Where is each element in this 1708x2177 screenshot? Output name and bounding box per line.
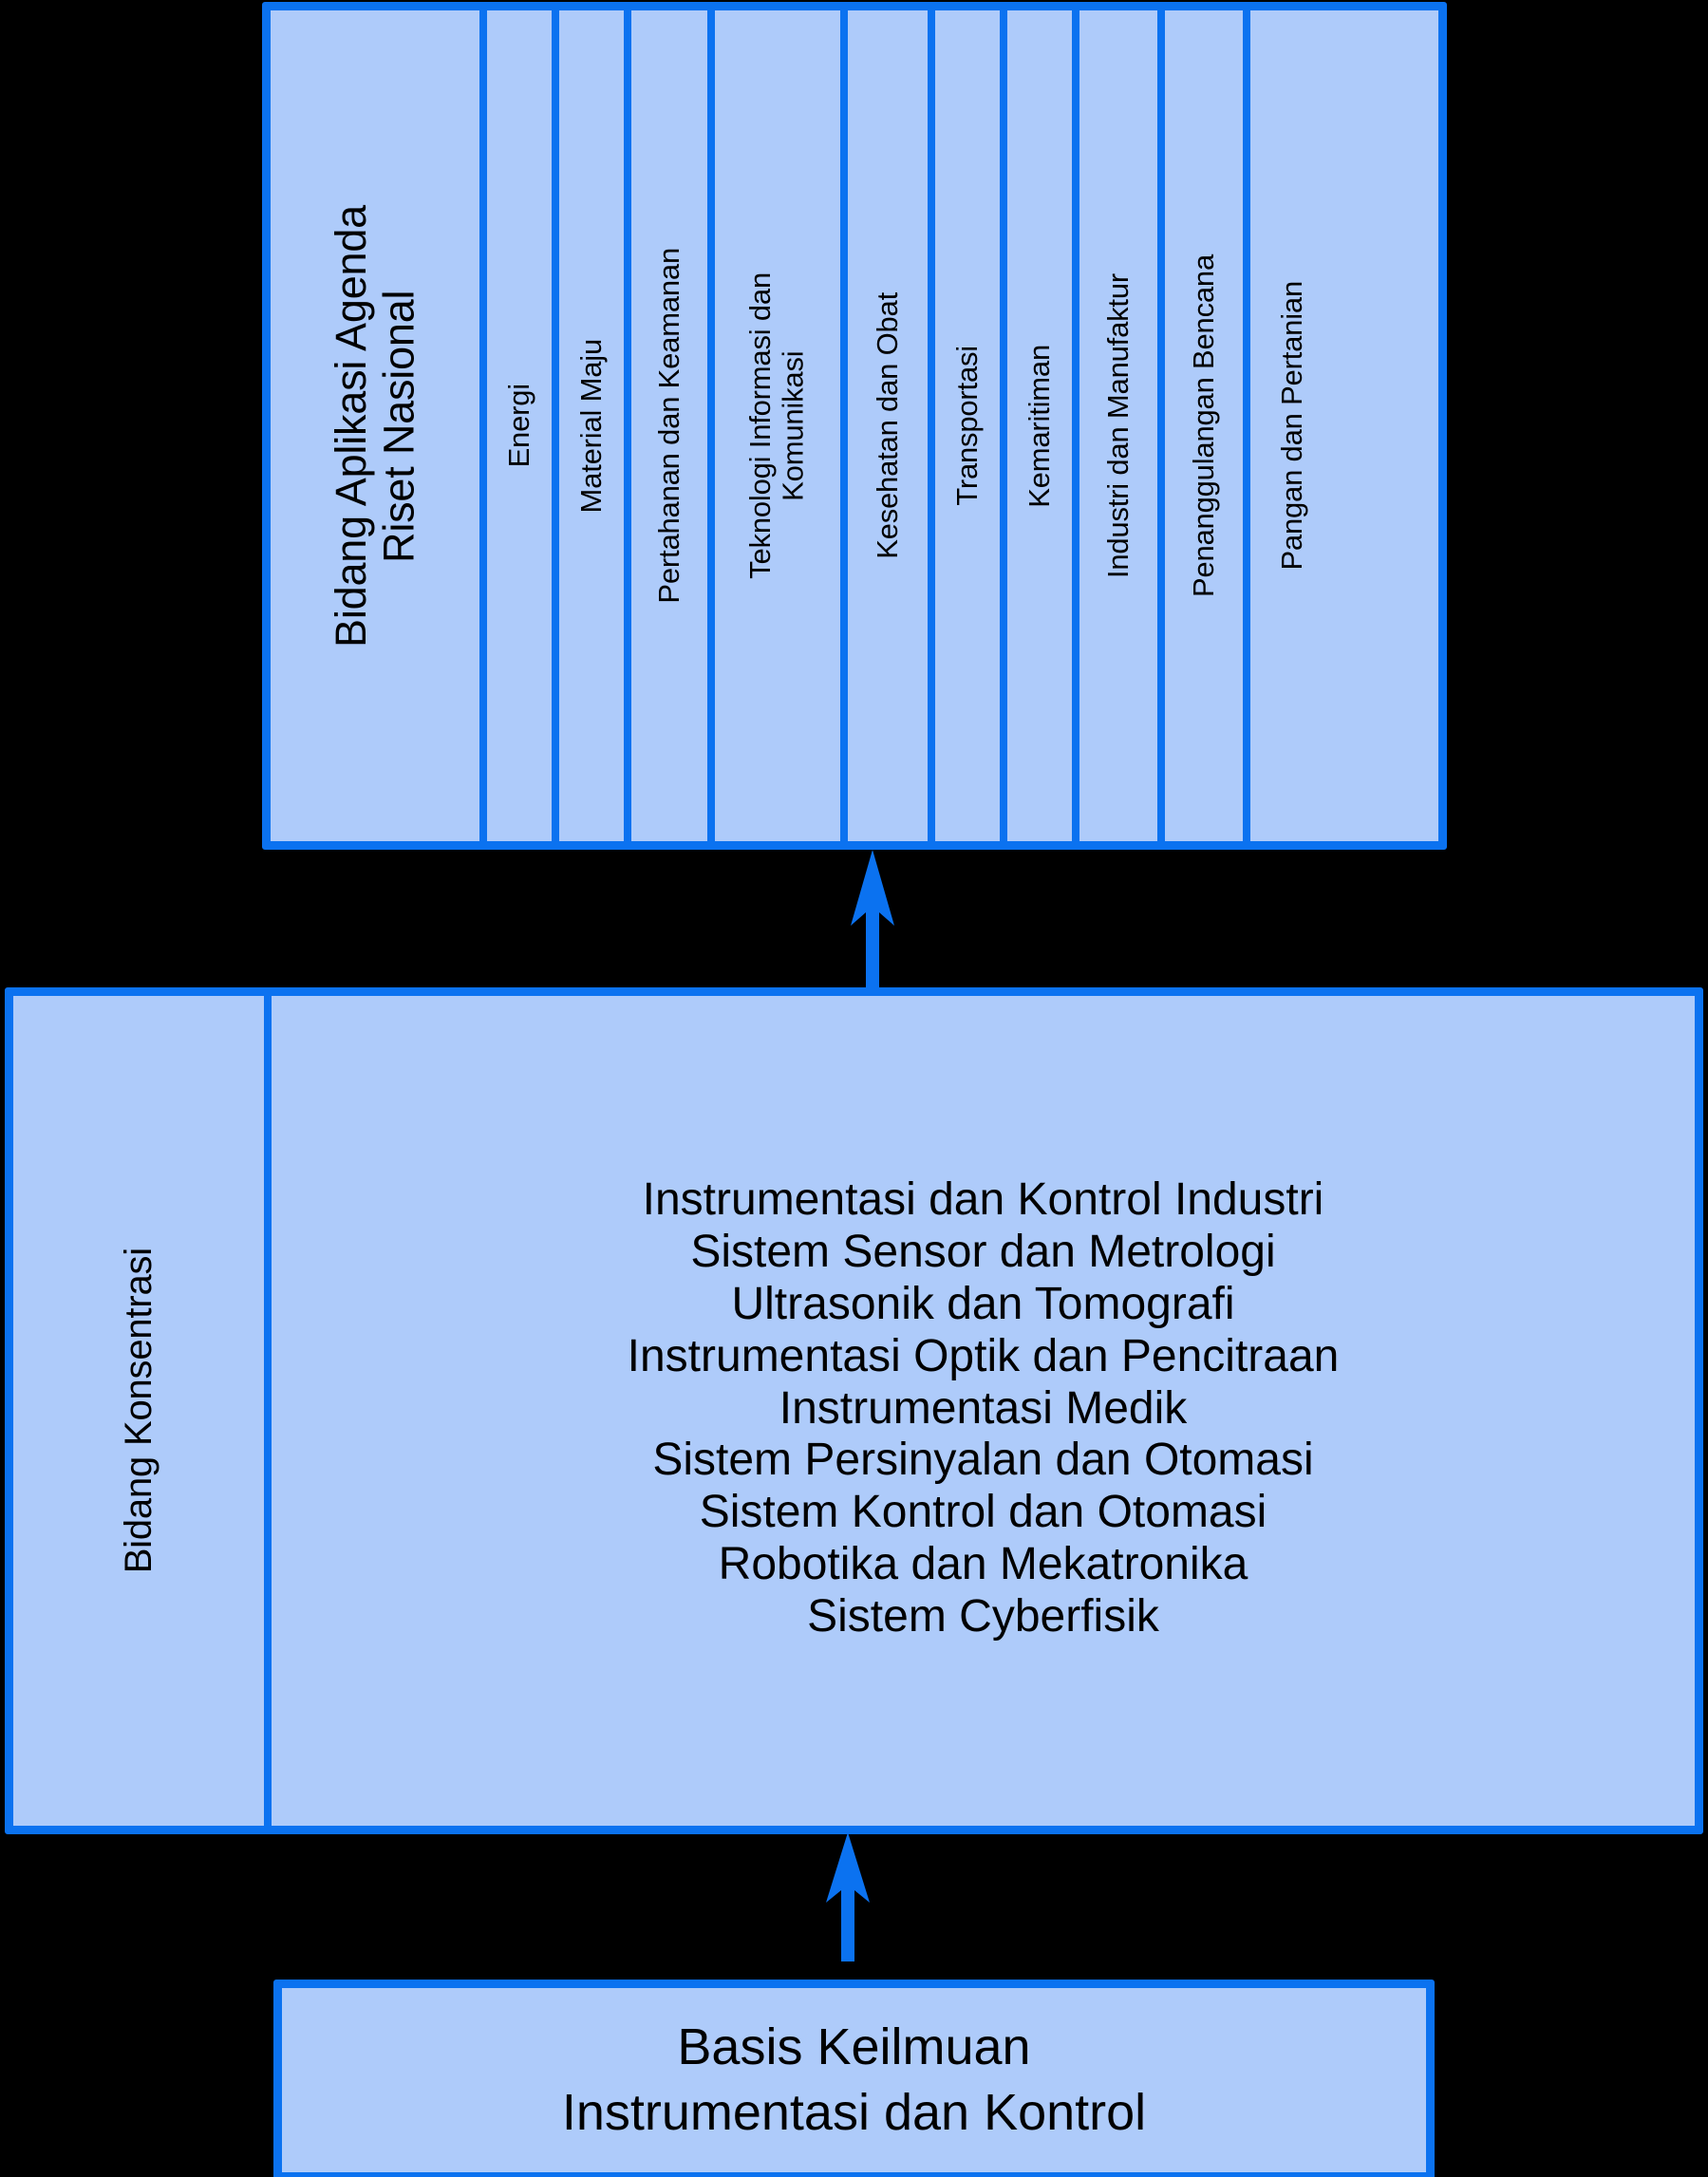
list-item[interactable]: Instrumentasi Medik — [779, 1382, 1188, 1434]
category-cell-industri-dan-manufaktur[interactable]: Industri dan Manufaktur — [1079, 10, 1165, 841]
category-label-penanggulangan-bencana: Penanggulangan Bencana — [1186, 253, 1220, 598]
category-cell-energi[interactable]: Energi — [487, 10, 559, 841]
list-item[interactable]: Instrumentasi dan Kontrol Industri — [642, 1173, 1324, 1225]
basis-keilmuan-line-1: Basis Keilmuan — [677, 2017, 1031, 2075]
category-cell-penanggulangan-bencana[interactable]: Penanggulangan Bencana — [1165, 10, 1250, 841]
bidang-konsentrasi-list: Instrumentasi dan Kontrol Industri Siste… — [272, 996, 1695, 1826]
category-label-energi: Energi — [501, 384, 535, 468]
category-label-teknologi-informasi-dan-komunikasi: Teknologi Informasi dan Komunikasi — [743, 272, 810, 579]
list-item[interactable]: Sistem Sensor dan Metrologi — [690, 1226, 1276, 1277]
category-cell-material-maju[interactable]: Material Maju — [559, 10, 631, 841]
list-item[interactable]: Robotika dan Mekatronika — [718, 1539, 1248, 1590]
bidang-konsentrasi-title-cell: Bidang Konsentrasi — [13, 996, 272, 1826]
category-label-pangan-dan-pertanian: Pangan dan Pertanian — [1274, 281, 1308, 571]
list-item[interactable]: Instrumentasi Optik dan Pencitraan — [627, 1330, 1340, 1381]
category-cell-transportasi[interactable]: Transportasi — [935, 10, 1007, 841]
category-label-transportasi: Transportasi — [949, 346, 984, 506]
category-cell-teknologi-informasi-dan-komunikasi[interactable]: Teknologi Informasi dan Komunikasi — [715, 10, 848, 841]
bidang-konsentrasi-box: Bidang Konsentrasi Instrumentasi dan Kon… — [5, 987, 1703, 1834]
list-item[interactable]: Sistem Persinyalan dan Otomasi — [652, 1435, 1314, 1486]
basis-keilmuan-line-2: Instrumentasi dan Kontrol — [561, 2084, 1147, 2141]
arrow-up-icon-middle-to-top — [851, 850, 894, 992]
category-label-kemaritiman: Kemaritiman — [1022, 344, 1056, 508]
category-cell-kesehatan-dan-obat[interactable]: Kesehatan dan Obat — [848, 10, 935, 841]
agenda-title-label: Bidang Aplikasi Agenda Riset Nasional — [326, 204, 422, 647]
category-label-kesehatan-dan-obat: Kesehatan dan Obat — [870, 292, 904, 559]
list-item[interactable]: Sistem Kontrol dan Otomasi — [699, 1487, 1267, 1538]
basis-keilmuan-box: Basis Keilmuan Instrumentasi dan Kontrol — [273, 1980, 1435, 2177]
category-label-material-maju: Material Maju — [573, 338, 608, 514]
list-item[interactable]: Ultrasonik dan Tomografi — [731, 1278, 1235, 1329]
list-item[interactable]: Sistem Cyberfisik — [807, 1591, 1159, 1642]
bidang-konsentrasi-title-label: Bidang Konsentrasi — [117, 1248, 160, 1574]
category-label-industri-dan-manufaktur: Industri dan Manufaktur — [1100, 272, 1135, 579]
arrow-up-icon-bottom-to-middle — [826, 1832, 870, 1961]
bidang-aplikasi-agenda-riset-nasional-box: Bidang Aplikasi Agenda Riset Nasional En… — [262, 2, 1447, 850]
category-label-pertahanan-dan-keamanan: Pertahanan dan Keamanan — [651, 248, 685, 604]
category-cell-pangan-dan-pertanian[interactable]: Pangan dan Pertanian — [1250, 10, 1334, 841]
agenda-title-cell: Bidang Aplikasi Agenda Riset Nasional — [271, 10, 487, 841]
category-cell-kemaritiman[interactable]: Kemaritiman — [1007, 10, 1079, 841]
category-cell-pertahanan-dan-keamanan[interactable]: Pertahanan dan Keamanan — [631, 10, 715, 841]
